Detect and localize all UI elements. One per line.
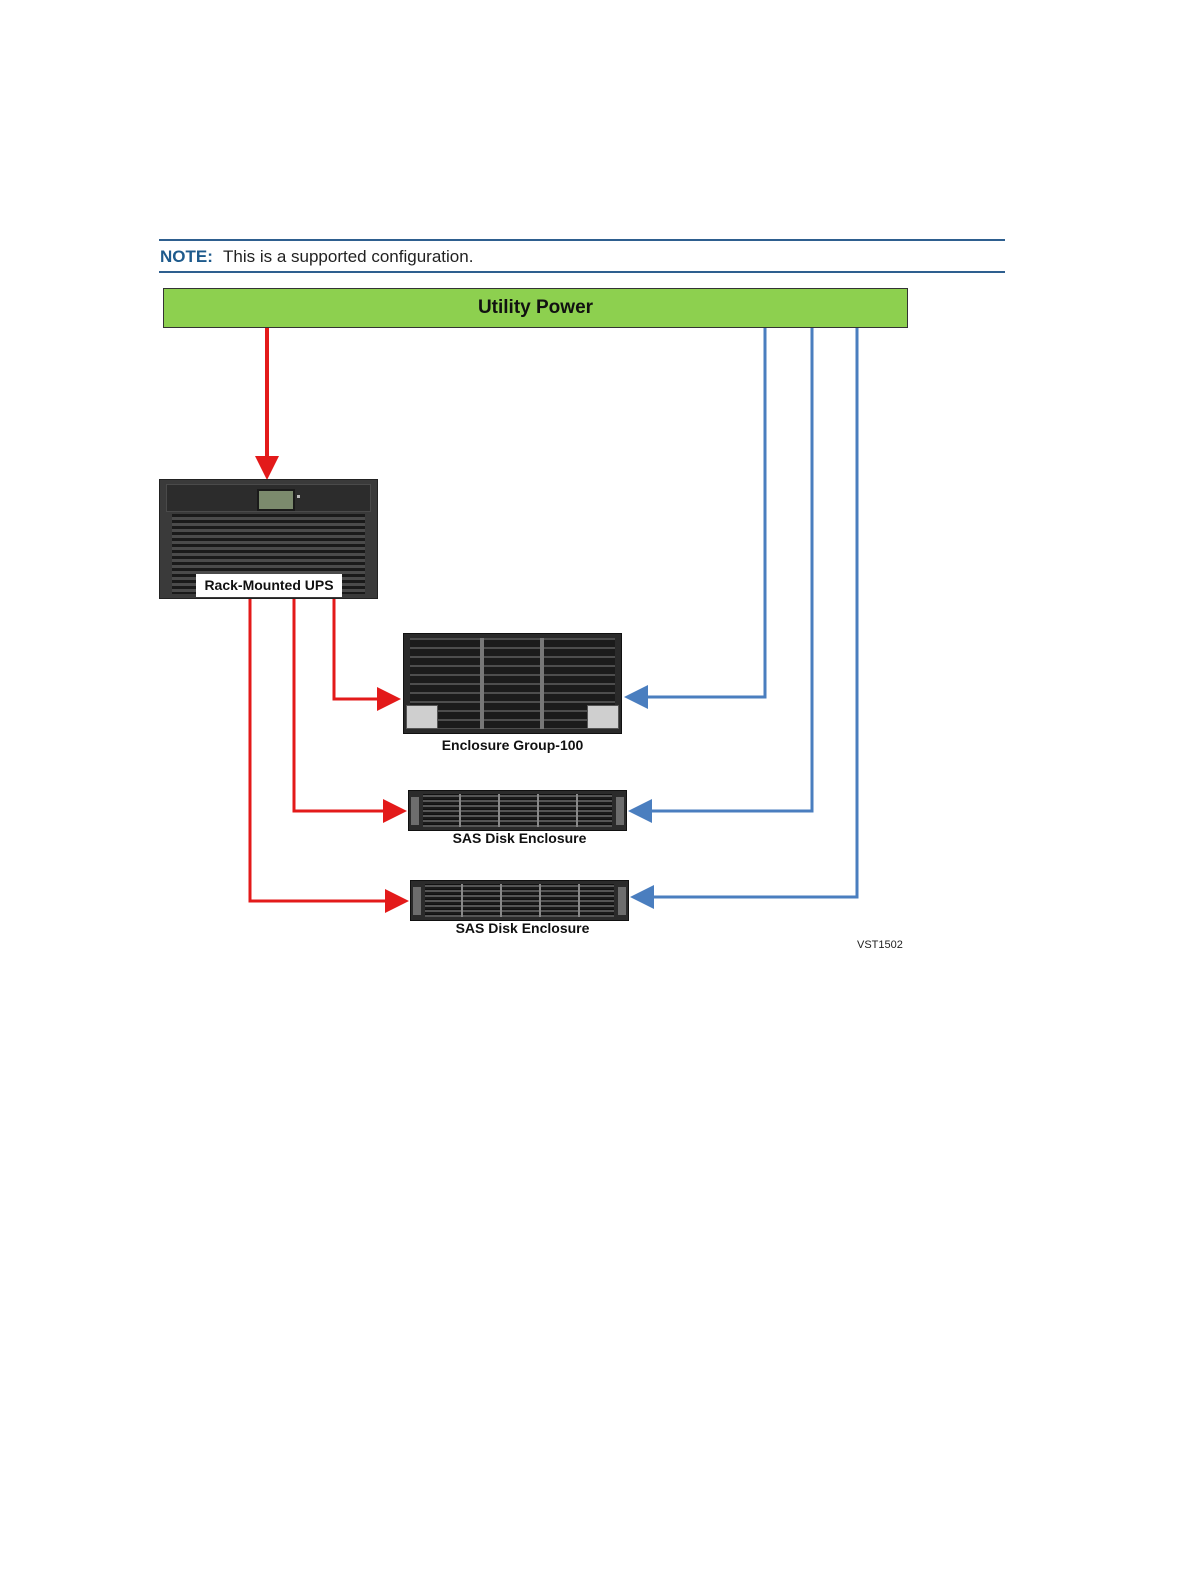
sas-1-drive-bays bbox=[423, 794, 612, 827]
ups-display-icon bbox=[257, 489, 295, 511]
ups-label: Rack-Mounted UPS bbox=[196, 574, 342, 597]
sas-2-right-ear-icon bbox=[618, 887, 626, 915]
sas-disk-enclosure-1 bbox=[408, 790, 627, 831]
rack-mounted-ups: Rack-Mounted UPS bbox=[159, 479, 378, 599]
ups-to-sas-1-line bbox=[294, 599, 404, 811]
enclosure-right-handle-icon bbox=[587, 705, 619, 729]
sas-2-drive-bays bbox=[425, 884, 614, 917]
sas-2-label: SAS Disk Enclosure bbox=[413, 920, 632, 936]
utility-power-bar: Utility Power bbox=[163, 288, 908, 328]
ups-led-icon bbox=[297, 495, 300, 498]
sas-1-right-ear-icon bbox=[616, 797, 624, 825]
sas-1-label: SAS Disk Enclosure bbox=[410, 830, 629, 846]
ups-to-sas-2-line bbox=[250, 599, 406, 901]
utility-power-label: Utility Power bbox=[164, 297, 907, 319]
sas-2-left-ear-icon bbox=[413, 887, 421, 915]
enclosure-group-label: Enclosure Group-100 bbox=[403, 737, 622, 753]
enclosure-group-slots bbox=[410, 638, 615, 729]
ups-control-panel bbox=[166, 484, 371, 512]
utility-to-enclosure-group-line bbox=[627, 328, 765, 697]
enclosure-group-100 bbox=[403, 633, 622, 734]
utility-to-sas-1-line bbox=[631, 328, 812, 811]
ups-to-enclosure-group-line bbox=[334, 599, 398, 699]
figure-id: VST1502 bbox=[857, 939, 903, 951]
enclosure-left-handle-icon bbox=[406, 705, 438, 729]
sas-1-left-ear-icon bbox=[411, 797, 419, 825]
sas-disk-enclosure-2 bbox=[410, 880, 629, 921]
